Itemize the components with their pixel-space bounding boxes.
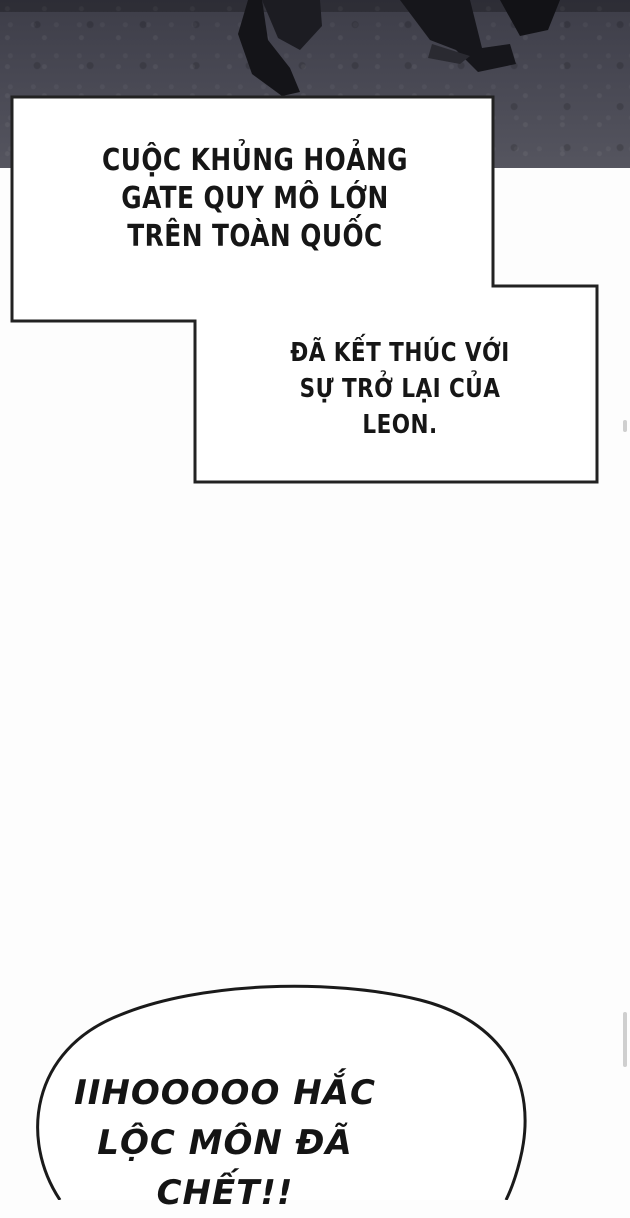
speech-line-1: IIHOOOOO HẮC: [74, 1073, 376, 1113]
narration-box-2-text: ĐÃ KẾT THÚC VỚI SỰ TRỞ LẠI CỦA LEON.: [244, 335, 557, 443]
background-figure-shape: [500, 0, 560, 36]
speech-line-3: CHẾT!!: [156, 1173, 294, 1213]
figure-legs-illustration: [238, 0, 560, 96]
narration-2-line-3: LEON.: [362, 410, 438, 440]
left-leg-shape: [238, 0, 300, 96]
narration-1-line-3: TRÊN TOÀN QUỐC: [127, 219, 383, 254]
narration-box-1-text: CUỘC KHỦNG HOẢNG GATE QUY MÔ LỚN TRÊN TO…: [57, 142, 453, 256]
narration-2-line-1: ĐÃ KẾT THÚC VỚI: [290, 338, 510, 368]
speech-bubble: [36, 984, 527, 1200]
shoe-highlight-shape: [428, 44, 470, 64]
speech-bubble-outline: [36, 984, 527, 1200]
narration-1-line-1: CUỘC KHỦNG HOẢNG: [102, 143, 408, 178]
speech-bubble-text: IIHOOOOO HẮC LỘC MÔN ĐÃ CHẾT!!: [40, 1068, 410, 1218]
top-panel-scene: [0, 0, 630, 168]
coat-hem-shape: [262, 0, 322, 50]
narration-box-outline: [10, 95, 599, 484]
narration-boxes: [10, 95, 599, 484]
right-leg-shape: [400, 0, 516, 72]
narration-2-line-2: SỰ TRỞ LẠI CỦA: [299, 374, 501, 404]
scrollbar-thumb-lower[interactable]: [623, 1012, 627, 1067]
scrollbar-thumb-upper[interactable]: [623, 420, 627, 432]
speech-line-2: LỘC MÔN ĐÃ: [97, 1123, 353, 1163]
narration-1-line-2: GATE QUY MÔ LỚN: [121, 181, 389, 216]
